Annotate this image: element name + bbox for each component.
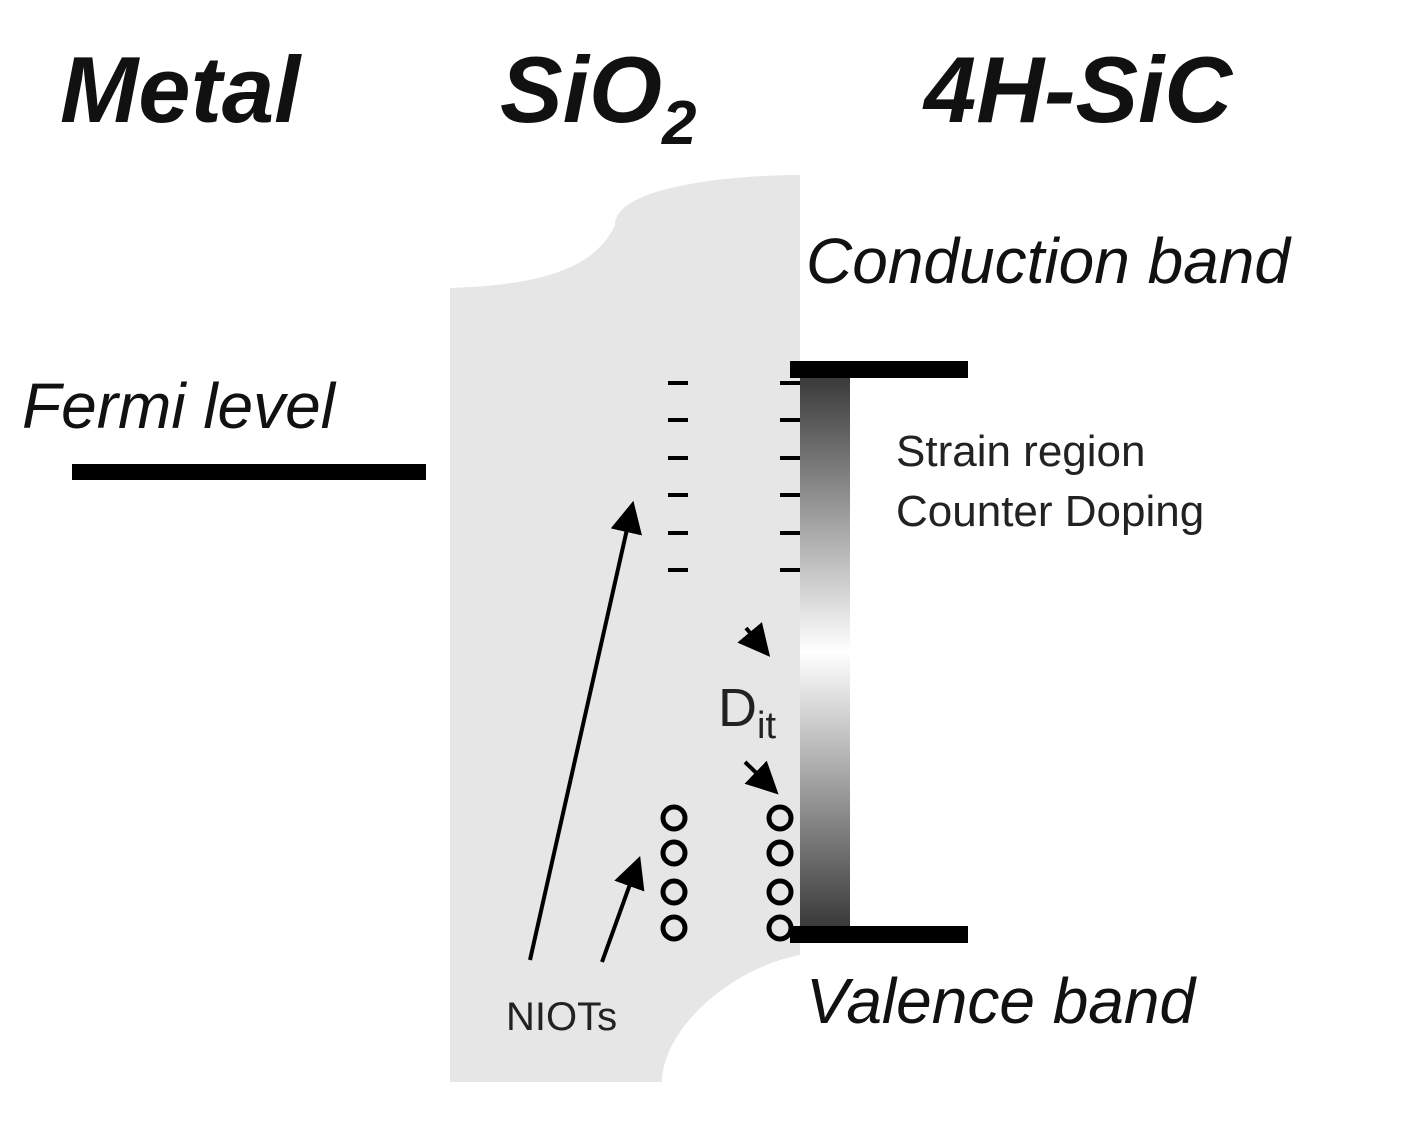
dit-label-subscript: it [757, 705, 776, 747]
trap-dash [668, 456, 688, 460]
trap-dash [668, 568, 688, 572]
trap-circle [660, 804, 688, 832]
trap-dashes-right [780, 381, 800, 572]
header-metal: Metal [60, 37, 302, 142]
trap-dash [780, 456, 800, 460]
trap-circles-right [766, 804, 794, 942]
trap-circle [660, 914, 688, 942]
counter-doping-label: Counter Doping [896, 487, 1204, 536]
trap-circle [766, 878, 794, 906]
dit-label-base: D [718, 678, 757, 738]
conduction-band-edge [790, 361, 968, 378]
trap-dash [780, 381, 800, 385]
fermi-level-label: Fermi level [22, 370, 337, 442]
trap-circle [766, 839, 794, 867]
trap-dash [780, 531, 800, 535]
trap-circle [766, 914, 794, 942]
header-oxide-base: SiO [500, 37, 662, 142]
trap-dash [780, 568, 800, 572]
dit-arrow-upper [737, 622, 771, 657]
niots-label: NIOTs [506, 995, 617, 1039]
oxide-region [450, 175, 800, 1082]
trap-circle [660, 839, 688, 867]
strain-region-label: Strain region [896, 427, 1145, 476]
header-semiconductor: 4H-SiC [922, 37, 1233, 142]
conduction-band-label: Conduction band [806, 225, 1292, 297]
trap-dash [780, 418, 800, 422]
valence-band-edge [790, 926, 968, 943]
trap-dash [668, 381, 688, 385]
fermi-level-line [72, 464, 426, 480]
header-oxide: SiO2 [500, 37, 696, 158]
trap-dash [668, 493, 688, 497]
trap-dash [668, 531, 688, 535]
valence-band-label: Valence band [806, 965, 1197, 1037]
strain-gradient-bar [800, 378, 850, 926]
trap-dashes-left [668, 381, 688, 572]
trap-circles-left [660, 804, 688, 942]
niot-arrow-long [528, 500, 642, 961]
dit-arrow-lower [743, 760, 779, 795]
trap-circle [766, 804, 794, 832]
header-oxide-subscript: 2 [661, 89, 696, 158]
dit-label: Dit [718, 678, 776, 747]
trap-dash [668, 418, 688, 422]
trap-circle [660, 878, 688, 906]
niot-arrow-short [600, 855, 645, 963]
trap-dash [780, 493, 800, 497]
